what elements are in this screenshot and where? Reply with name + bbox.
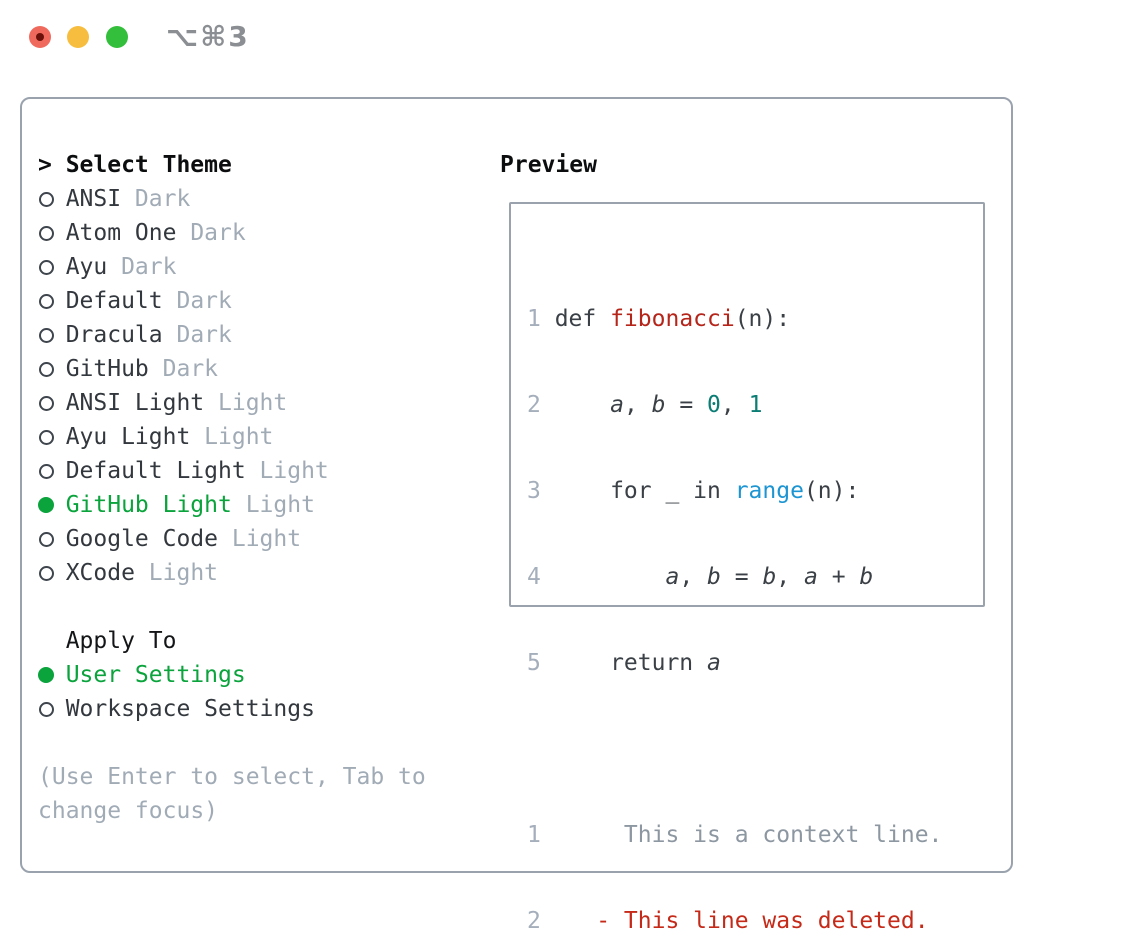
spacer	[38, 590, 426, 624]
help-line-1: (Use Enter to select, Tab to	[38, 764, 426, 790]
zoom-button[interactable]	[106, 26, 128, 48]
theme-option-default-light[interactable]: Default Light Light	[38, 454, 426, 488]
window-shortcut-title: ⌥⌘3	[166, 20, 250, 53]
theme-option-default-dark[interactable]: Default Dark	[38, 284, 426, 318]
radio-icon	[38, 191, 66, 207]
close-button[interactable]	[29, 26, 51, 48]
theme-picker-panel: > Select Theme ANSI Dark Atom One Dark A…	[20, 97, 1013, 934]
radio-icon	[38, 429, 66, 445]
radio-selected-icon	[38, 497, 66, 513]
code-line: 2 a, b = 0, 1	[527, 392, 763, 418]
radio-icon	[38, 701, 66, 717]
radio-icon	[38, 565, 66, 581]
radio-icon	[38, 531, 66, 547]
radio-selected-icon	[38, 667, 66, 683]
theme-option-atom-one-dark[interactable]: Atom One Dark	[38, 216, 426, 250]
diff-deleted-line: 2 - This line was deleted.	[527, 908, 929, 934]
preview-title: Preview	[500, 152, 597, 178]
code-line: 4 a, b = b, a + b	[527, 564, 874, 590]
radio-icon	[38, 259, 66, 275]
minimize-button[interactable]	[67, 26, 89, 48]
code-line: 3 for _ in range(n):	[527, 478, 860, 504]
select-theme-header: > Select Theme	[38, 148, 426, 182]
apply-to-header: Apply To	[38, 624, 426, 658]
radio-icon	[38, 327, 66, 343]
radio-icon	[38, 293, 66, 309]
prompt-caret-icon: >	[38, 152, 52, 178]
radio-icon	[38, 395, 66, 411]
theme-option-ayu-light[interactable]: Ayu Light Light	[38, 420, 426, 454]
window-titlebar: ⌥⌘3	[0, 0, 1140, 97]
select-theme-title: Select Theme	[65, 152, 232, 178]
radio-icon	[38, 225, 66, 241]
spacer	[38, 726, 426, 760]
theme-option-google-code-light[interactable]: Google Code Light	[38, 522, 426, 556]
help-line-2: change focus)	[38, 798, 219, 824]
help-text: (Use Enter to select, Tab to change focu…	[38, 760, 426, 828]
apply-to-title: Apply To	[65, 628, 177, 654]
code-line: 5 return a	[527, 650, 721, 676]
theme-option-github-light[interactable]: GitHub Light Light	[38, 488, 426, 522]
theme-option-xcode-light[interactable]: XCode Light	[38, 556, 426, 590]
theme-list: > Select Theme ANSI Dark Atom One Dark A…	[38, 148, 426, 828]
theme-option-ansi-dark[interactable]: ANSI Dark	[38, 182, 426, 216]
theme-option-ayu-dark[interactable]: Ayu Dark	[38, 250, 426, 284]
diff-context-line: 1 This is a context line.	[527, 822, 943, 848]
apply-option-user-settings[interactable]: User Settings	[38, 658, 426, 692]
apply-option-workspace-settings[interactable]: Workspace Settings	[38, 692, 426, 726]
radio-icon	[38, 463, 66, 479]
theme-option-dracula-dark[interactable]: Dracula Dark	[38, 318, 426, 352]
theme-option-github-dark[interactable]: GitHub Dark	[38, 352, 426, 386]
close-dot-icon	[36, 33, 44, 41]
theme-option-ansi-light[interactable]: ANSI Light Light	[38, 386, 426, 420]
radio-icon	[38, 361, 66, 377]
blank-line	[527, 732, 983, 766]
